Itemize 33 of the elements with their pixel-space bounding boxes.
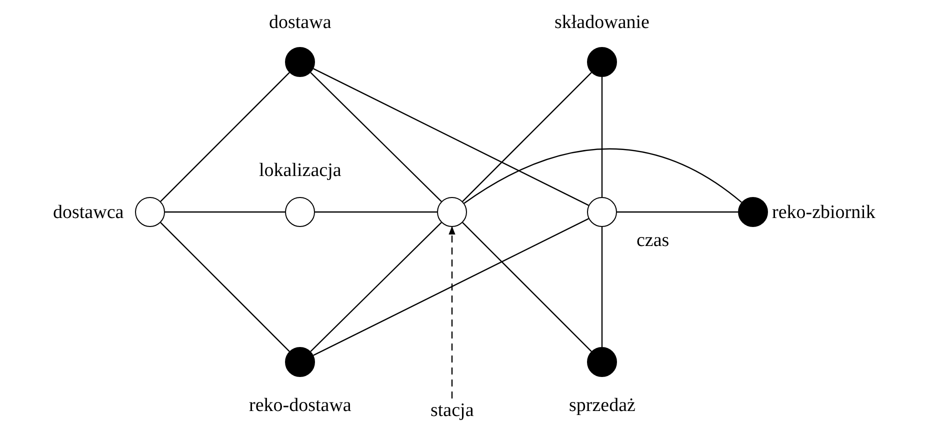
connector-line: [315, 211, 437, 213]
node-label: czas: [636, 230, 670, 250]
node-label: składowanie: [554, 12, 650, 32]
filled-dot: [587, 347, 617, 377]
node-label: stacja: [430, 400, 474, 420]
connector-line: [462, 72, 592, 202]
node-label: dostawca: [53, 202, 124, 222]
node-label: dostawa: [269, 12, 332, 32]
open-circle: [285, 197, 315, 227]
filled-dot: [285, 47, 315, 77]
filled-dot: [587, 47, 617, 77]
connector-line: [601, 227, 603, 347]
connector-line: [464, 148, 742, 204]
connector-line: [310, 222, 442, 352]
connector-line: [310, 72, 442, 202]
node-label: reko-zbiornik: [772, 202, 876, 222]
open-circle: [135, 197, 165, 227]
node-label: reko-dostawa: [249, 396, 352, 414]
connector-line: [617, 211, 738, 213]
open-circle: [587, 197, 617, 227]
filled-dot: [738, 197, 768, 227]
node-label: lokalizacja: [259, 160, 342, 180]
connector-line: [313, 68, 589, 206]
connector-line: [462, 222, 592, 352]
connector-line: [160, 222, 290, 352]
open-circle: [437, 197, 467, 227]
arrow: [448, 226, 456, 398]
node-label: sprzedaż: [569, 396, 636, 414]
connector-line: [313, 218, 589, 356]
filled-dot: [285, 347, 315, 377]
connector-line: [601, 77, 603, 197]
connector-line: [165, 211, 285, 213]
connector-line: [160, 72, 290, 202]
